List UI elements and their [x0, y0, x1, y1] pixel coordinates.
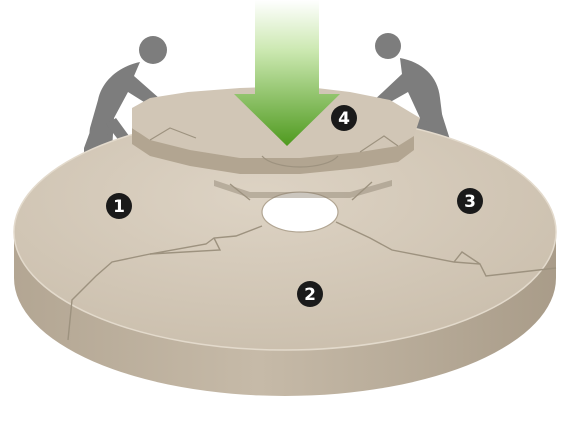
marker-1: 1	[106, 193, 132, 219]
marker-3: 3	[457, 188, 483, 214]
marker-2-label: 2	[304, 285, 316, 305]
marker-4: 4	[331, 105, 357, 131]
marker-3-label: 3	[464, 192, 476, 212]
marker-4-label: 4	[338, 109, 350, 129]
marker-1-label: 1	[113, 197, 125, 217]
marker-2: 2	[297, 281, 323, 307]
